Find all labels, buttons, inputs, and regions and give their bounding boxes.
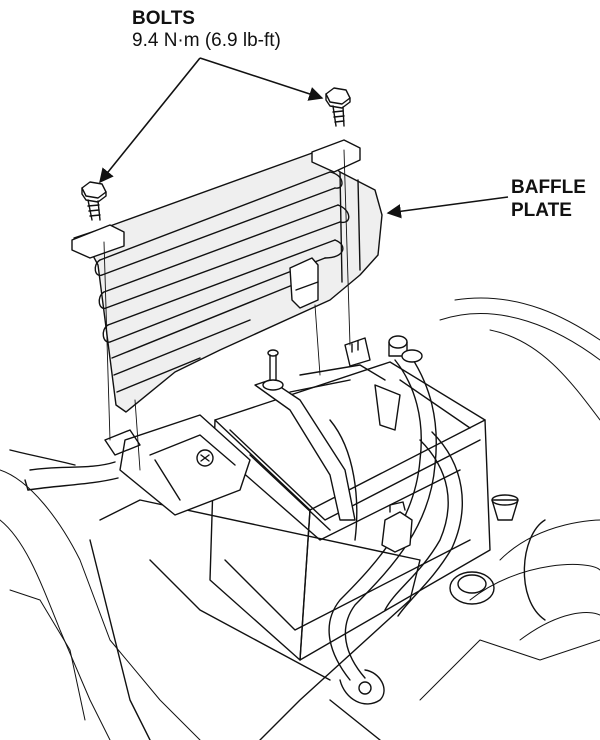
- baffle-plate-callout-arrow: [386, 196, 509, 219]
- cone-fitting: [491, 494, 519, 521]
- bolts-torque-spec: 9.4 N·m (6.9 lb-ft): [132, 30, 281, 51]
- battery-terminals: [344, 335, 423, 367]
- bolt-right: [325, 87, 351, 127]
- reservoir-cap: [449, 519, 546, 621]
- hold-down-stud: [262, 349, 284, 391]
- fuse-box: [9, 414, 251, 516]
- alignment-lines: [103, 149, 351, 471]
- baffle-plate-label-line1: BAFFLE: [511, 177, 586, 198]
- battery-cables: [328, 354, 463, 705]
- bolts-label: BOLTS: [132, 8, 195, 29]
- bolts-callout-arrows: [99, 57, 324, 184]
- engine-bay-background: [0, 297, 600, 740]
- bolt-left: [81, 181, 107, 221]
- baffle-plate: [71, 139, 383, 413]
- baffle-plate-label-line2: PLATE: [511, 200, 572, 221]
- battery-tray: [89, 499, 421, 740]
